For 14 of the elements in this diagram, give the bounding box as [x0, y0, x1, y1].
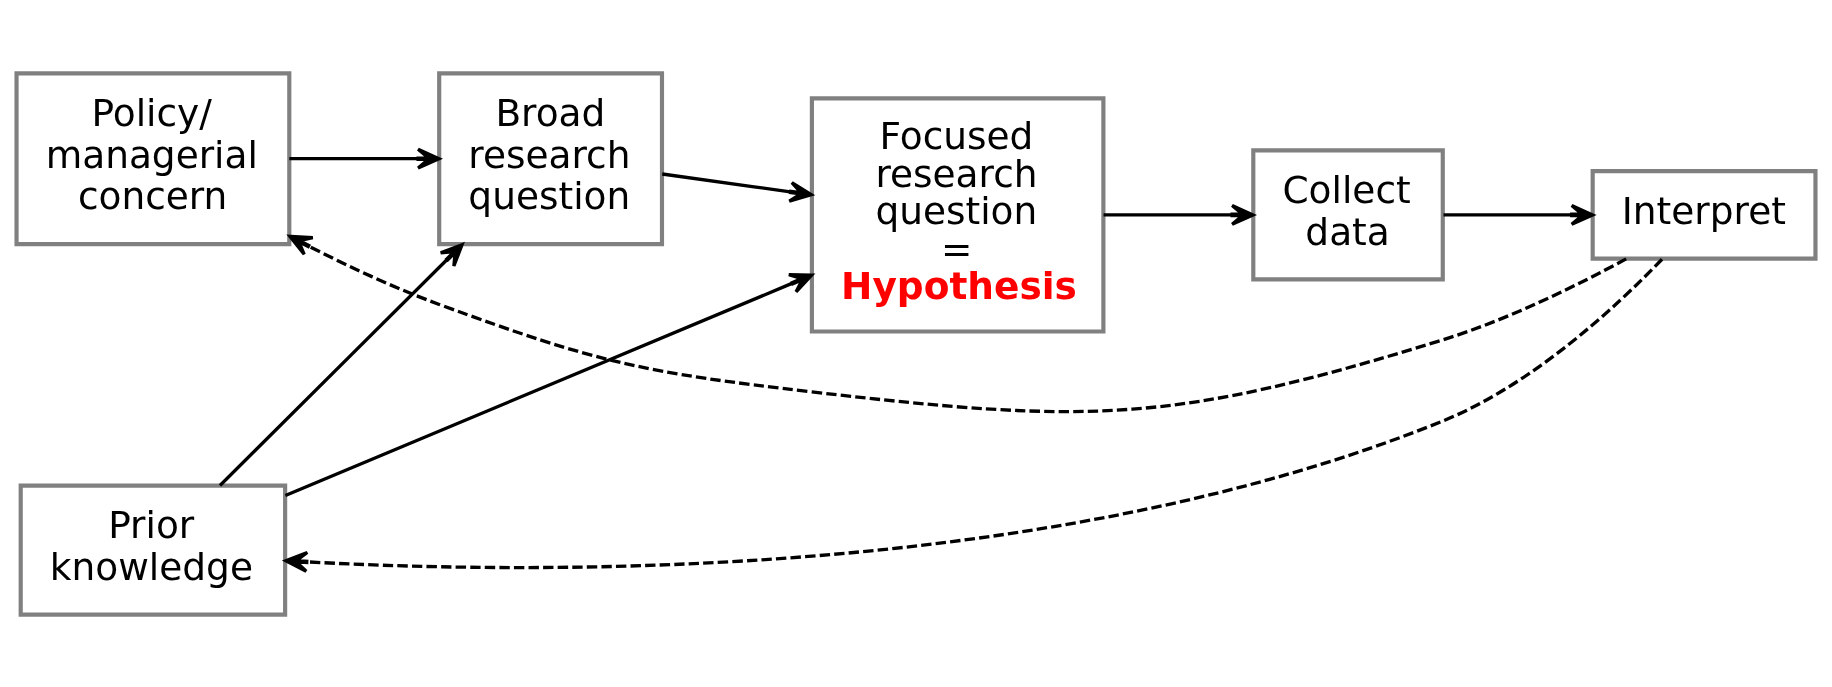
node-box: Collect data — [1251, 147, 1445, 282]
node-box: Prior knowledge — [18, 483, 288, 617]
arrow — [284, 272, 814, 497]
node-box: Focused research question = Hypothesis — [809, 95, 1106, 334]
arrow — [289, 147, 441, 170]
arrow — [662, 171, 813, 203]
arrow — [218, 242, 464, 487]
arrow — [284, 257, 1664, 573]
node-box: Policy/ managerial concern — [14, 70, 292, 246]
arrow — [1443, 203, 1595, 226]
arrow — [288, 234, 1627, 413]
node-box: Broad research question — [437, 70, 665, 246]
node-box: Interpret — [1590, 168, 1818, 261]
arrow — [1103, 203, 1255, 226]
